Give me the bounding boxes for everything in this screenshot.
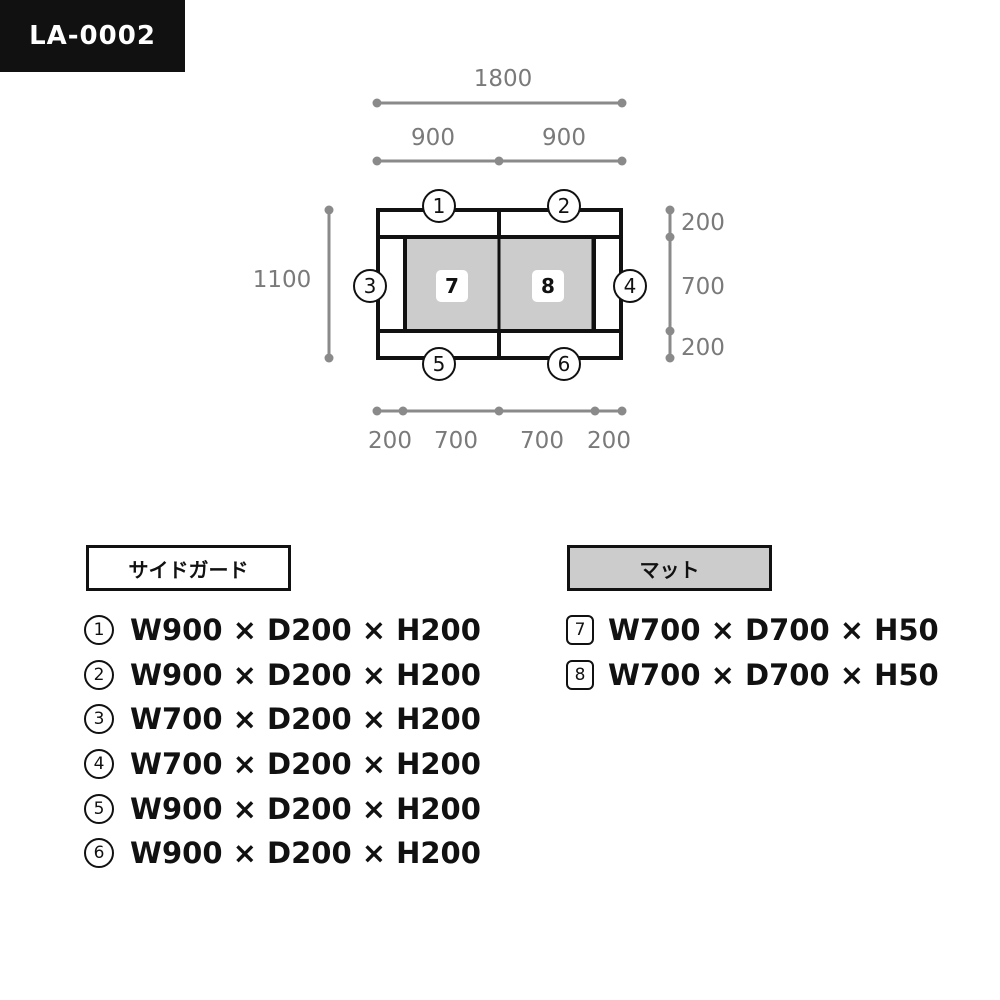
- svg-text:4: 4: [624, 274, 637, 298]
- item-spec: W700 × D700 × H50: [608, 613, 939, 648]
- list-item: 1 W900 × D200 × H200: [84, 608, 481, 653]
- floor-plan-diagram: 1800 900 900 1100 200 700 200 200 700: [253, 66, 725, 454]
- svg-text:5: 5: [433, 352, 446, 376]
- list-item: 4 W700 × D200 × H200: [84, 742, 481, 787]
- item-number: 5: [84, 793, 114, 824]
- dimension-label: 200: [681, 335, 725, 361]
- item-spec: W900 × D200 × H200: [130, 791, 481, 826]
- guard-label-5: 5: [422, 347, 456, 381]
- dimension-label: 700: [434, 428, 478, 454]
- item-number: 7: [566, 615, 594, 646]
- dimension-bottom-split: 200 700 700 200: [368, 406, 631, 454]
- side-guard-heading: サイドガード: [86, 545, 291, 591]
- guard-label-3: 3: [353, 269, 387, 303]
- list-item: 3 W700 × D200 × H200: [84, 697, 481, 742]
- list-item: 7 W700 × D700 × H50: [566, 608, 939, 653]
- guard-label-4: 4: [613, 269, 647, 303]
- svg-text:1: 1: [433, 194, 446, 218]
- svg-text:3: 3: [364, 274, 377, 298]
- product-code-badge: LA-0002: [0, 0, 185, 72]
- svg-text:2: 2: [558, 194, 571, 218]
- list-item: 6 W900 × D200 × H200: [84, 831, 481, 876]
- dimension-label: 1100: [253, 267, 312, 293]
- dimension-label: 900: [411, 125, 455, 151]
- dimension-overall-depth: 1100: [253, 205, 334, 363]
- item-number: 6: [84, 838, 114, 869]
- list-item: 8 W700 × D700 × H50: [566, 653, 939, 698]
- item-number: 4: [84, 749, 114, 780]
- item-spec: W900 × D200 × H200: [130, 657, 481, 692]
- item-spec: W900 × D200 × H200: [130, 836, 481, 871]
- mat-heading: マット: [567, 545, 772, 591]
- item-number: 1: [84, 615, 114, 646]
- mat-label-7: 7: [436, 270, 468, 302]
- guard-label-1: 1: [422, 189, 456, 223]
- list-item: 2 W900 × D200 × H200: [84, 653, 481, 698]
- item-number: 3: [84, 704, 114, 735]
- dimension-label: 200: [681, 210, 725, 236]
- dimension-label: 1800: [474, 66, 533, 92]
- item-spec: W700 × D200 × H200: [130, 702, 481, 737]
- dimension-label: 700: [681, 274, 725, 300]
- dimension-label: 900: [542, 125, 586, 151]
- svg-text:6: 6: [558, 352, 571, 376]
- dimension-label: 700: [520, 428, 564, 454]
- item-number: 8: [566, 659, 594, 690]
- dimension-label: 200: [587, 428, 631, 454]
- item-spec: W900 × D200 × H200: [130, 613, 481, 648]
- guard-label-6: 6: [547, 347, 581, 381]
- mat-label-8: 8: [532, 270, 564, 302]
- item-number: 2: [84, 659, 114, 690]
- guard-label-2: 2: [547, 189, 581, 223]
- dimension-label: 200: [368, 428, 412, 454]
- dimension-right-split: 200 700 200: [665, 205, 725, 363]
- item-spec: W700 × D200 × H200: [130, 747, 481, 782]
- item-spec: W700 × D700 × H50: [608, 657, 939, 692]
- list-item: 5 W900 × D200 × H200: [84, 786, 481, 831]
- dimension-overall-width: 1800: [372, 66, 627, 108]
- svg-text:8: 8: [541, 274, 555, 298]
- svg-text:7: 7: [445, 274, 459, 298]
- dimension-top-split: 900 900: [372, 125, 627, 166]
